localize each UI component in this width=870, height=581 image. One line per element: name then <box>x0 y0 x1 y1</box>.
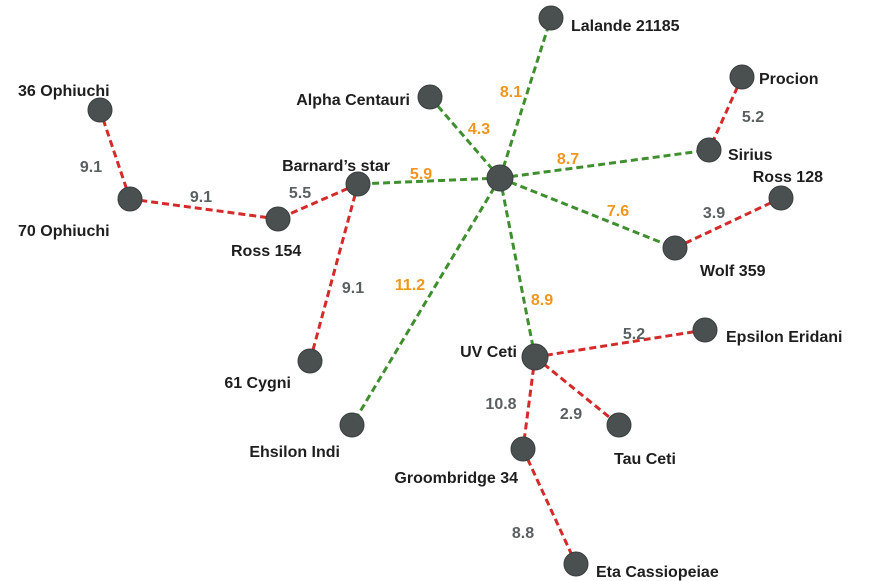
link-sun-lalande <box>498 17 553 179</box>
distance-label-sun-uvceti: 8.9 <box>531 292 553 309</box>
star-node-cygni61 <box>297 348 323 374</box>
star-node-oph70 <box>117 186 143 212</box>
star-label-tauceti: Tau Ceti <box>614 451 676 468</box>
star-node-ross128 <box>768 185 794 211</box>
distance-label-uvceti-tauceti: 2.9 <box>560 406 582 423</box>
star-label-oph70: 70 Ophiuchi <box>18 223 110 240</box>
star-label-uvceti: UV Ceti <box>460 344 517 361</box>
link-uvceti-tauceti <box>534 355 620 427</box>
star-label-oph36: 36 Ophiuchi <box>18 83 110 100</box>
star-node-lalande <box>538 5 564 31</box>
star-label-alpha_centauri: Alpha Centauri <box>296 92 410 109</box>
link-sun-barnard <box>357 176 501 186</box>
star-label-indi: Ehsilon Indi <box>249 444 340 461</box>
star-node-alpha_centauri <box>417 84 443 110</box>
link-sun-alpha_centauri <box>428 96 502 179</box>
link-barnard-cygni61 <box>308 183 360 362</box>
link-oph70-oph36 <box>98 109 132 200</box>
distance-label-procion-sirius: 5.2 <box>742 109 764 126</box>
star-label-procion: Procion <box>759 71 819 88</box>
link-ross128-wolf359 <box>674 196 782 250</box>
nodes-layer <box>87 5 794 577</box>
star-node-oph36 <box>87 97 113 123</box>
star-label-barnard: Barnard’s star <box>282 158 390 175</box>
star-label-lalande: Lalande 21185 <box>571 18 680 35</box>
distance-label-sun-barnard: 5.9 <box>410 166 432 183</box>
link-barnard-ross154 <box>277 182 359 221</box>
star-node-tauceti <box>606 412 632 438</box>
distance-label-uvceti-groombridge: 10.8 <box>485 396 516 413</box>
star-label-ross154: Ross 154 <box>231 243 301 260</box>
star-label-sirius: Sirius <box>728 147 773 164</box>
distance-label-sun-lalande: 8.1 <box>500 84 522 101</box>
link-ross154-oph70 <box>129 197 279 221</box>
distance-label-oph70-oph36: 9.1 <box>80 159 102 176</box>
distance-label-barnard-ross154: 5.5 <box>289 185 311 202</box>
star-node-barnard <box>345 171 371 197</box>
link-sun-uvceti <box>498 177 537 358</box>
link-sun-wolf359 <box>499 176 676 250</box>
distance-label-sun-indi: 11.2 <box>395 277 425 294</box>
star-node-indi <box>339 412 365 438</box>
star-label-ross128: Ross 128 <box>753 169 823 186</box>
link-sun-sirius <box>499 148 710 180</box>
star-label-groombridge: Groombridge 34 <box>394 470 518 487</box>
distance-label-uvceti-eridani: 5.2 <box>623 326 645 343</box>
edges-layer <box>98 17 782 565</box>
distance-label-ross154-oph70: 9.1 <box>190 189 212 206</box>
distance-label-groombridge-cassiopeiae: 8.8 <box>512 525 534 542</box>
distance-label-sun-wolf359: 7.6 <box>607 203 629 220</box>
star-label-cassiopeiae: Eta Cassiopeiae <box>596 564 719 581</box>
link-uvceti-groombridge <box>521 356 537 450</box>
distance-label-sun-sirius: 8.7 <box>557 151 579 168</box>
star-node-sun <box>486 164 514 192</box>
link-sun-indi <box>350 177 502 426</box>
star-label-wolf359: Wolf 359 <box>700 263 766 280</box>
distance-label-sun-alpha_centauri: 4.3 <box>468 121 490 138</box>
link-procion-sirius <box>707 76 744 151</box>
distance-label-ross128-wolf359: 3.9 <box>703 205 725 222</box>
star-node-uvceti <box>521 343 549 371</box>
star-node-wolf359 <box>662 235 688 261</box>
link-uvceti-eridani <box>534 328 706 359</box>
distance-label-barnard-cygni61: 9.1 <box>342 280 364 297</box>
star-node-groombridge <box>510 436 536 462</box>
star-node-eridani <box>692 317 718 343</box>
star-node-sirius <box>696 137 722 163</box>
star-node-cassiopeiae <box>563 551 589 577</box>
star-label-cygni61: 61 Cygni <box>224 375 291 392</box>
star-label-eridani: Epsilon Eridani <box>726 329 842 346</box>
distance-labels-layer: 8.1 4.3 8.7 7.6 5.9 11.2 8.9 5.2 3.9 5.5 9.1 9.1 9.1… <box>80 84 764 542</box>
star-node-procion <box>729 64 755 90</box>
link-groombridge-cassiopeiae <box>521 448 578 565</box>
star-node-ross154 <box>265 206 291 232</box>
